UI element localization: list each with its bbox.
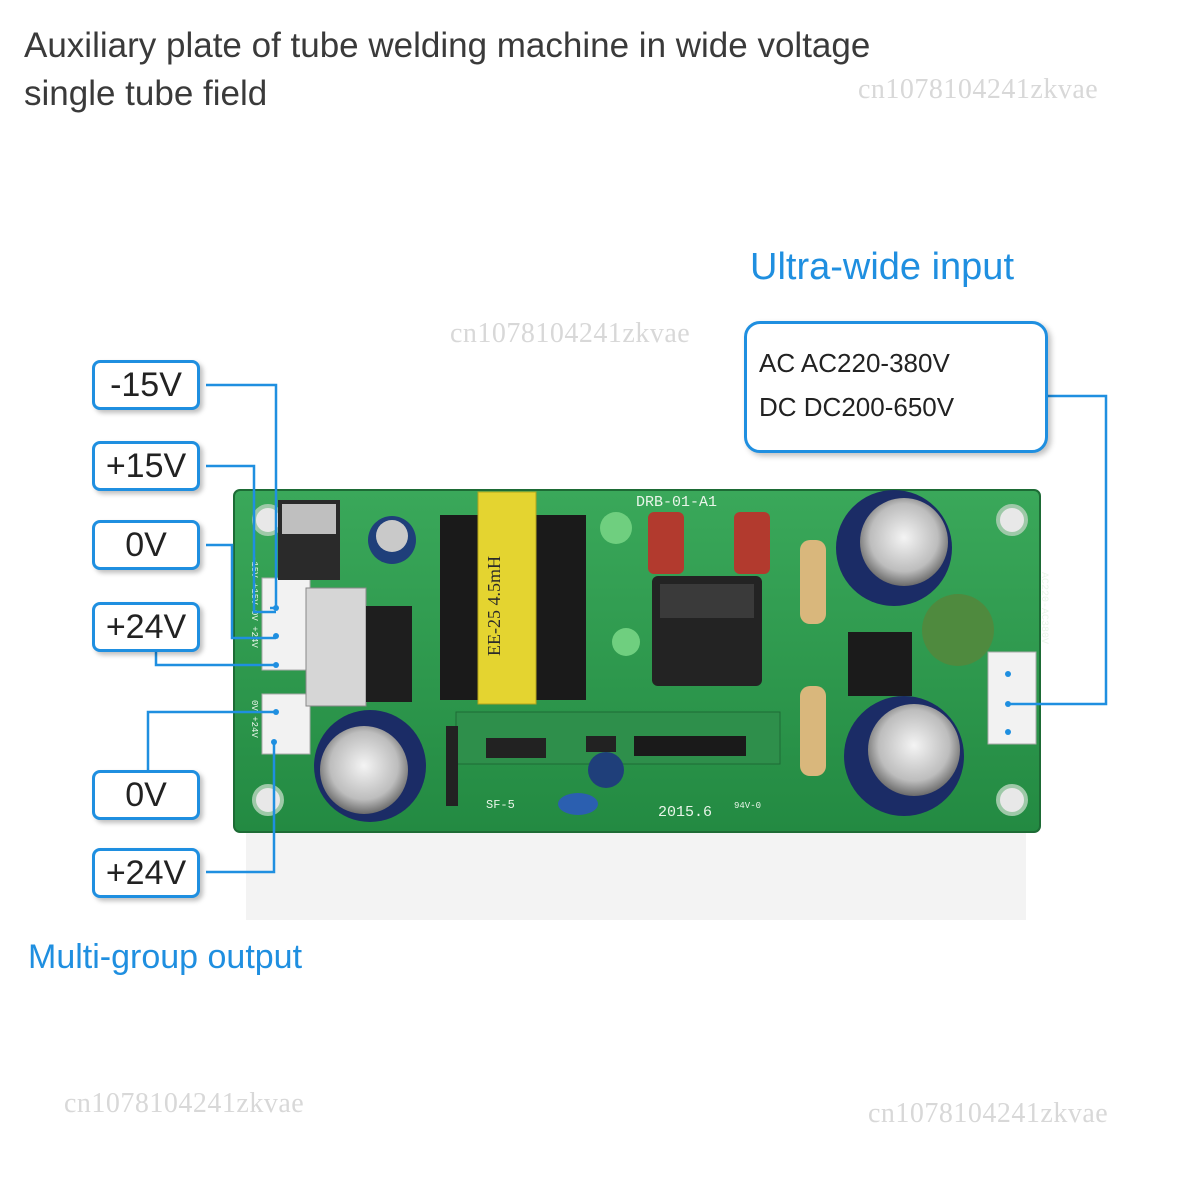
leader-minus15v (206, 383, 278, 610)
watermark: cn1078104241zkvae (450, 318, 691, 349)
board-rating-marking: 94V-0 (734, 801, 761, 811)
board-date-marking: 2015.6 (658, 804, 712, 821)
leader-input (1008, 394, 1108, 706)
watermark: cn1078104241zkvae (64, 1088, 305, 1119)
input-ac-line: AC AC220-380V (759, 348, 950, 378)
input-dc-line: DC DC200-650V (759, 392, 955, 422)
input-spec-box: AC AC220-380V DC DC200-650V (744, 321, 1048, 453)
leader-0v-bottom (146, 710, 276, 770)
output-connector-top (261, 577, 311, 671)
title-line-1: Auxiliary plate of tube welding machine … (24, 26, 871, 65)
board-left-marking-bottom: 0V +24V (249, 700, 259, 738)
input-connector (987, 651, 1037, 745)
title-line-2: single tube field (24, 74, 268, 113)
output-label-plus15v: +15V (92, 441, 200, 491)
page-title: Auxiliary plate of tube welding machine … (24, 22, 1024, 118)
output-connector-bottom (261, 693, 311, 755)
board-side-marking: AC220-AC380V (1038, 572, 1049, 644)
transformer-marking: EE-25 4.5mH (484, 556, 504, 656)
leader-plus15v (206, 464, 276, 614)
input-heading: Ultra-wide input (750, 246, 1014, 288)
output-label-plus24v-top: +24V (92, 602, 200, 652)
watermark: cn1078104241zkvae (868, 1098, 1109, 1129)
leader-plus24v-top (154, 652, 276, 667)
output-label-plus24v-bottom: +24V (92, 848, 200, 898)
output-label-0v-bottom: 0V (92, 770, 200, 820)
pcb-board (233, 489, 1041, 833)
output-label-0v-top: 0V (92, 520, 200, 570)
board-model-marking: DRB-01-A1 (636, 494, 717, 511)
leader-plus24v-bottom (206, 742, 276, 874)
output-label-minus15v: -15V (92, 360, 200, 410)
watermark: cn1078104241zkvae (858, 74, 1099, 105)
board-sf-marking: SF-5 (486, 798, 515, 812)
leader-0v-top (206, 543, 276, 640)
output-caption: Multi-group output (28, 938, 303, 976)
